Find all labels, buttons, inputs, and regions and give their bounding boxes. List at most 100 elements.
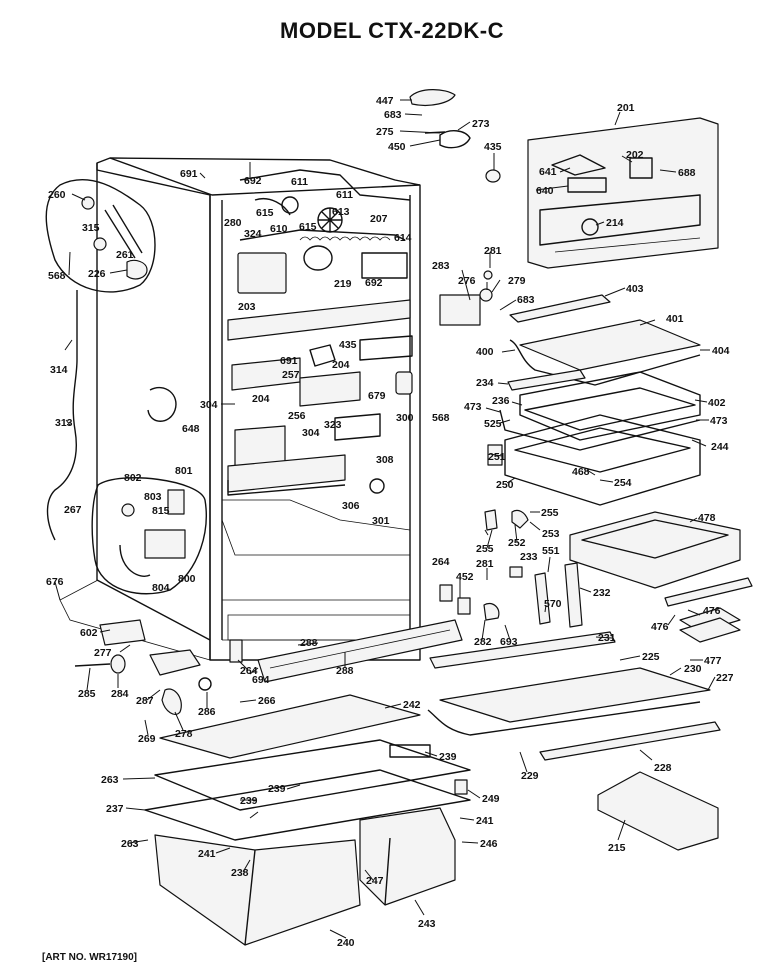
part-label: 225 bbox=[642, 651, 660, 663]
part-label: 214 bbox=[606, 217, 624, 229]
part-label: 267 bbox=[64, 504, 82, 516]
part-label: 287 bbox=[136, 695, 154, 707]
part-label: 402 bbox=[708, 397, 726, 409]
part-label: 233 bbox=[520, 551, 538, 563]
part-label: 230 bbox=[684, 663, 702, 675]
part-label: 207 bbox=[370, 213, 388, 225]
part-label: 478 bbox=[698, 512, 716, 524]
part-label: 306 bbox=[342, 500, 360, 512]
part-label: 263 bbox=[101, 774, 119, 786]
part-label: 615 bbox=[256, 207, 274, 219]
part-label: 476 bbox=[651, 621, 669, 633]
upper-small-parts bbox=[409, 89, 501, 326]
part-label: 239 bbox=[240, 795, 258, 807]
part-label: 246 bbox=[480, 838, 498, 850]
fresh-food-shelf bbox=[427, 631, 721, 761]
part-label: 614 bbox=[394, 232, 412, 244]
part-label: 804 bbox=[152, 582, 170, 594]
part-label: 239 bbox=[439, 751, 457, 763]
part-label: 252 bbox=[508, 537, 526, 549]
part-label: 237 bbox=[106, 803, 124, 815]
meat-pan-assembly bbox=[569, 511, 753, 643]
part-label: 282 bbox=[474, 636, 492, 648]
part-label: 281 bbox=[484, 245, 502, 257]
part-label: 304 bbox=[200, 399, 218, 411]
part-label: 288 bbox=[300, 637, 318, 649]
part-label: 694 bbox=[252, 674, 270, 686]
part-label: 283 bbox=[432, 260, 450, 272]
part-label: 610 bbox=[270, 223, 288, 235]
part-label: 611 bbox=[336, 189, 353, 201]
part-label: 275 bbox=[376, 126, 394, 138]
part-label: 450 bbox=[388, 141, 406, 153]
part-label: 525 bbox=[484, 418, 502, 430]
part-label: 231 bbox=[598, 632, 616, 644]
part-label: 281 bbox=[476, 558, 494, 570]
part-label: 800 bbox=[178, 573, 196, 585]
part-label: 602 bbox=[80, 627, 98, 639]
part-label: 242 bbox=[403, 699, 421, 711]
part-label: 203 bbox=[238, 301, 256, 313]
part-label: 276 bbox=[458, 275, 476, 287]
part-label: 263 bbox=[121, 838, 139, 850]
part-label: 240 bbox=[337, 937, 355, 949]
part-label: 249 bbox=[482, 793, 500, 805]
part-label: 254 bbox=[614, 477, 632, 489]
part-label: 241 bbox=[476, 815, 494, 827]
part-label: 691 bbox=[280, 355, 298, 367]
part-label: 401 bbox=[666, 313, 684, 325]
part-label: 476 bbox=[703, 605, 721, 617]
part-label: 239 bbox=[268, 783, 286, 795]
part-label: 264 bbox=[240, 665, 258, 677]
part-label: 280 bbox=[224, 217, 242, 229]
part-label: 266 bbox=[258, 695, 276, 707]
part-label: 202 bbox=[626, 149, 644, 161]
part-label: 257 bbox=[282, 369, 300, 381]
left-components bbox=[45, 179, 207, 595]
part-label: 255 bbox=[541, 507, 559, 519]
crisper-assembly bbox=[144, 694, 719, 946]
part-label: 611 bbox=[291, 176, 308, 188]
part-label: 313 bbox=[55, 417, 73, 429]
part-label: 403 bbox=[626, 283, 644, 295]
part-label: 641 bbox=[539, 166, 557, 178]
part-label: 227 bbox=[716, 672, 734, 684]
part-label: 435 bbox=[339, 339, 357, 351]
part-label: 301 bbox=[372, 515, 390, 527]
part-label: 277 bbox=[94, 647, 112, 659]
part-label: 615 bbox=[299, 221, 317, 233]
part-label: 228 bbox=[654, 762, 672, 774]
part-label: 692 bbox=[244, 175, 262, 187]
center-brackets bbox=[439, 509, 583, 628]
part-label: 683 bbox=[384, 109, 402, 121]
part-label: 244 bbox=[711, 441, 729, 453]
part-label: 232 bbox=[593, 587, 611, 599]
part-label: 278 bbox=[175, 728, 193, 740]
part-label: 676 bbox=[46, 576, 64, 588]
part-label: 613 bbox=[332, 206, 350, 218]
part-label: 229 bbox=[521, 770, 539, 782]
part-label: 473 bbox=[710, 415, 728, 427]
part-label: 250 bbox=[496, 479, 514, 491]
part-label: 693 bbox=[500, 636, 518, 648]
part-label: 692 bbox=[365, 277, 383, 289]
part-label: 308 bbox=[376, 454, 394, 466]
part-label: 452 bbox=[456, 571, 474, 583]
part-label: 255 bbox=[476, 543, 494, 555]
part-label: 241 bbox=[198, 848, 216, 860]
part-label: 300 bbox=[396, 412, 414, 424]
part-label: 473 bbox=[464, 401, 482, 413]
part-label: 568 bbox=[432, 412, 450, 424]
part-label: 815 bbox=[152, 505, 170, 517]
cabinet-rails bbox=[227, 299, 413, 496]
part-label: 477 bbox=[704, 655, 722, 667]
part-label: 400 bbox=[476, 346, 494, 358]
part-label: 648 bbox=[182, 423, 200, 435]
part-label: 269 bbox=[138, 733, 156, 745]
part-label: 219 bbox=[334, 278, 352, 290]
part-label: 288 bbox=[336, 665, 354, 677]
part-label: 683 bbox=[517, 294, 535, 306]
part-label: 691 bbox=[180, 168, 198, 180]
part-label: 256 bbox=[288, 410, 306, 422]
